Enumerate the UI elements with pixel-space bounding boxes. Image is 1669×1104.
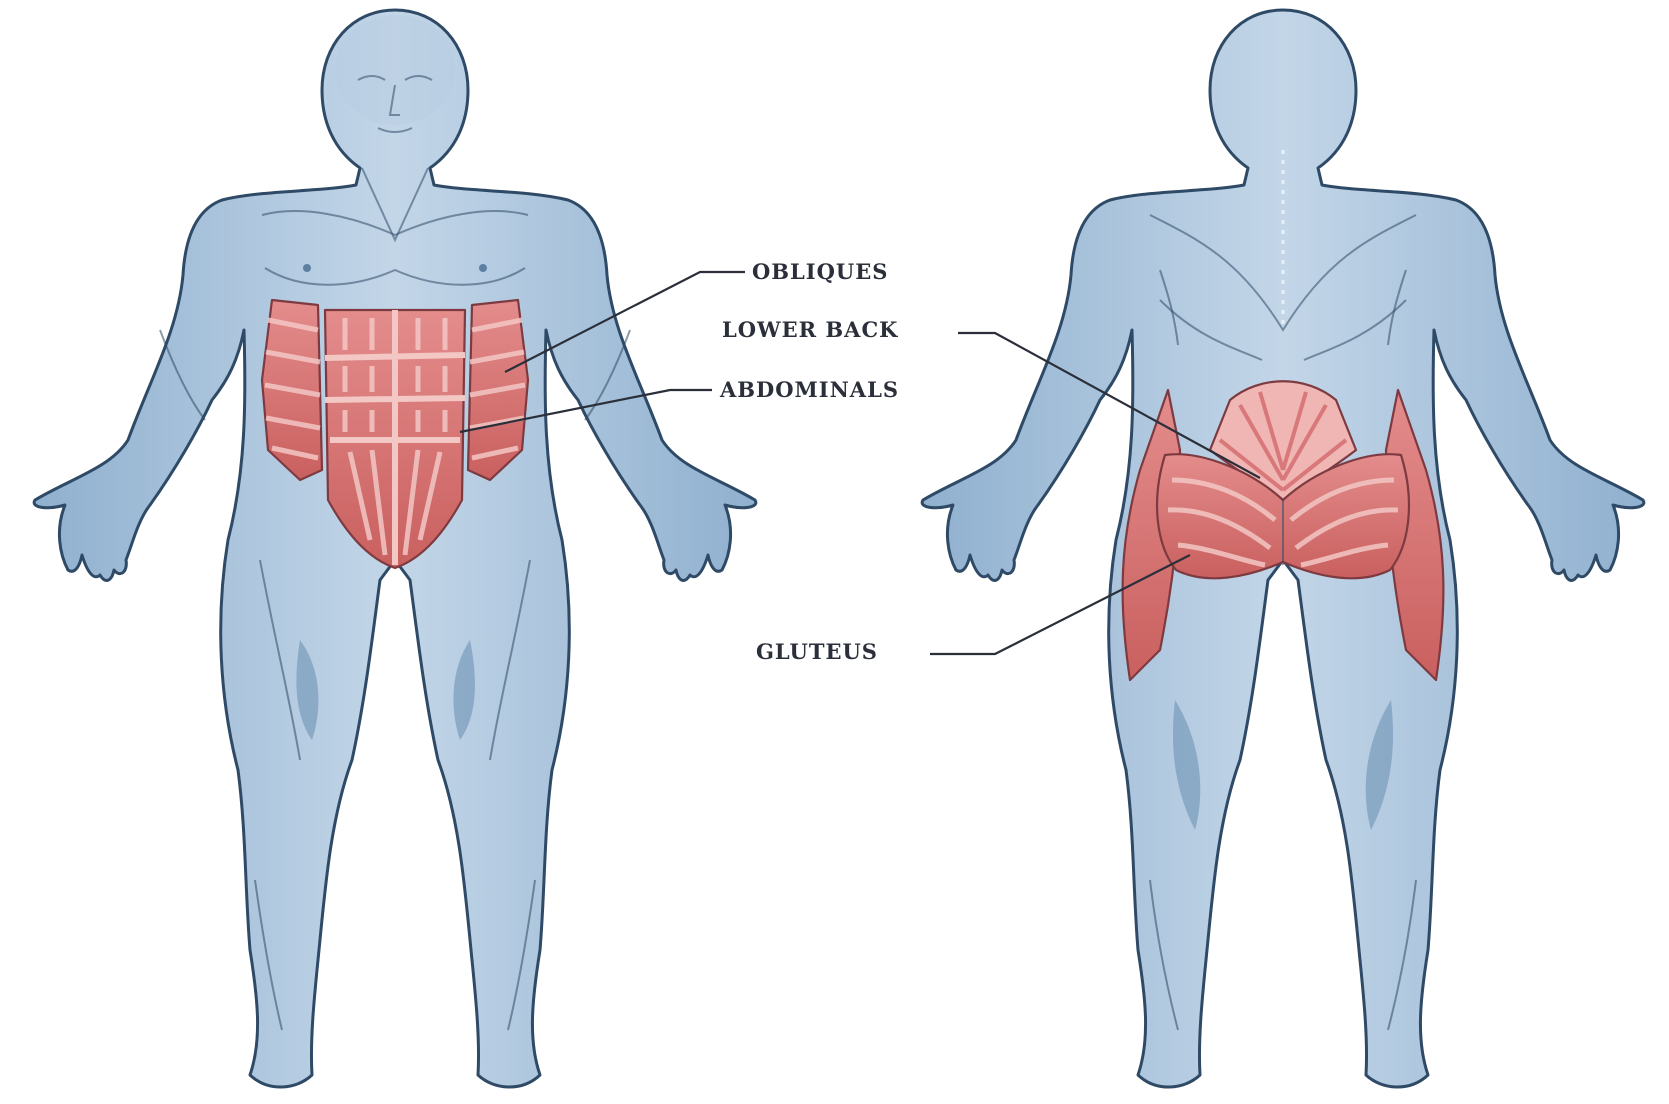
front-abdominals (325, 310, 465, 568)
front-nipple-left (303, 264, 311, 272)
obliques-label: OBLIQUES (752, 259, 888, 284)
lower-back-label: LOWER BACK (722, 317, 898, 342)
front-figure (34, 10, 756, 1087)
back-figure (922, 10, 1644, 1087)
front-face (335, 15, 455, 125)
front-nipple-right (479, 264, 487, 272)
abdominals-label: ABDOMINALS (719, 377, 899, 402)
gluteus-label: GLUTEUS (756, 639, 878, 664)
